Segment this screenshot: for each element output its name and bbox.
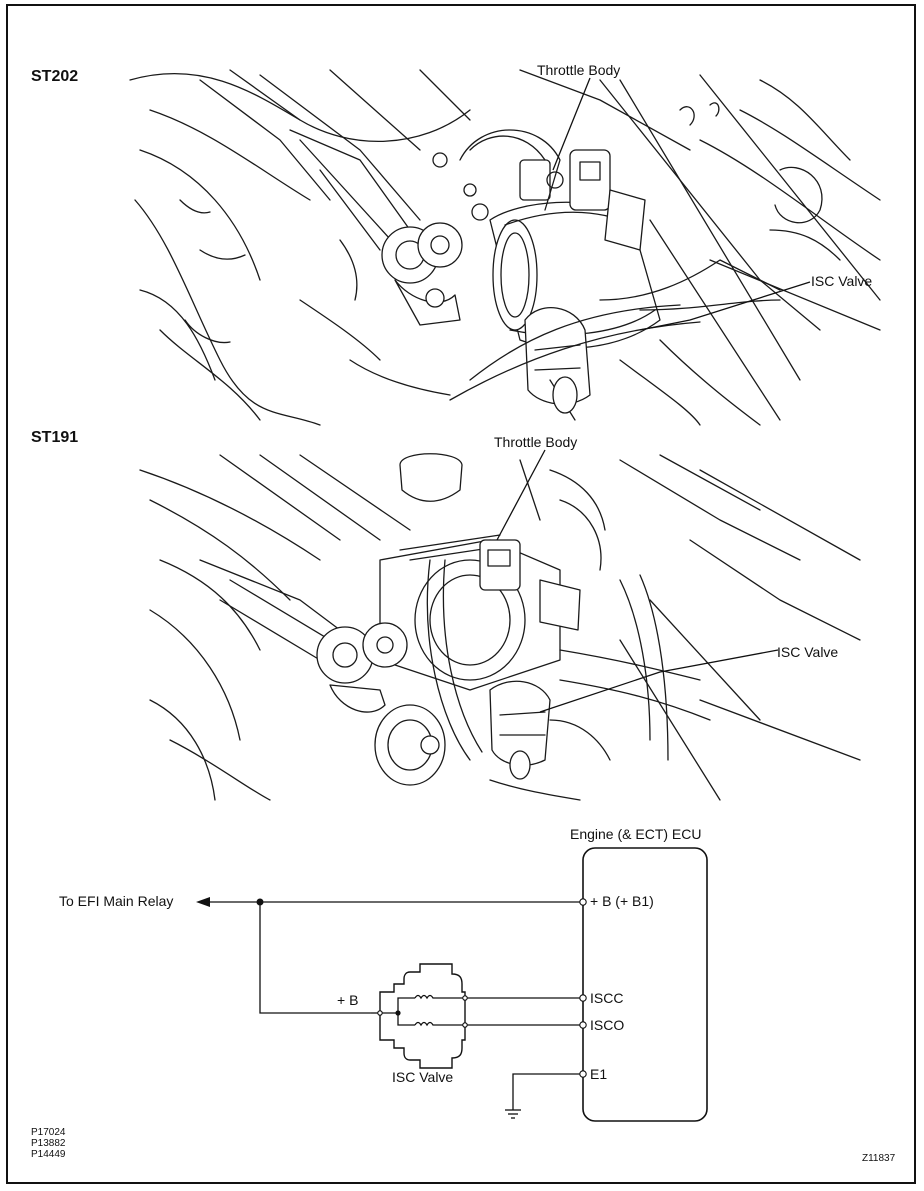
efi-main-relay-label: To EFI Main Relay xyxy=(59,893,174,909)
pin-e1 xyxy=(579,1070,587,1078)
ecu-label: Engine (& ECT) ECU xyxy=(570,826,702,842)
st191-title: ST191 xyxy=(31,429,79,446)
st202-isc-valve-label: ISC Valve xyxy=(811,273,873,289)
pin-isco-label: ISCO xyxy=(590,1017,625,1033)
page-frame xyxy=(6,4,916,1184)
valve-plus-b-label: + B xyxy=(337,992,359,1008)
ground-icon xyxy=(505,1109,521,1119)
pin-b xyxy=(579,898,587,906)
pin-iscc-label: ISCC xyxy=(590,990,624,1006)
figure-code: Z11837 xyxy=(862,1153,896,1164)
e1-wire xyxy=(512,1073,583,1110)
pin-e1-label: E1 xyxy=(590,1066,608,1082)
st202-throttle-body-label: Throttle Body xyxy=(537,62,621,78)
ecu-box xyxy=(582,847,708,1122)
st191-throttle-body-label: Throttle Body xyxy=(494,434,578,450)
pin-iscc xyxy=(579,994,587,1002)
efi-arrow-icon xyxy=(196,897,210,907)
valve-supply-wire xyxy=(259,902,371,1014)
st202-title: ST202 xyxy=(31,68,79,85)
reference-numbers: P17024 P13882 P14449 xyxy=(31,1127,66,1160)
pin-isco xyxy=(579,1021,587,1029)
isc-valve-circuit-label: ISC Valve xyxy=(392,1069,454,1085)
st191-isc-valve-label: ISC Valve xyxy=(777,644,839,660)
pin-b-label: + B (+ B1) xyxy=(590,893,654,909)
isc-valve-symbol xyxy=(371,963,468,1069)
